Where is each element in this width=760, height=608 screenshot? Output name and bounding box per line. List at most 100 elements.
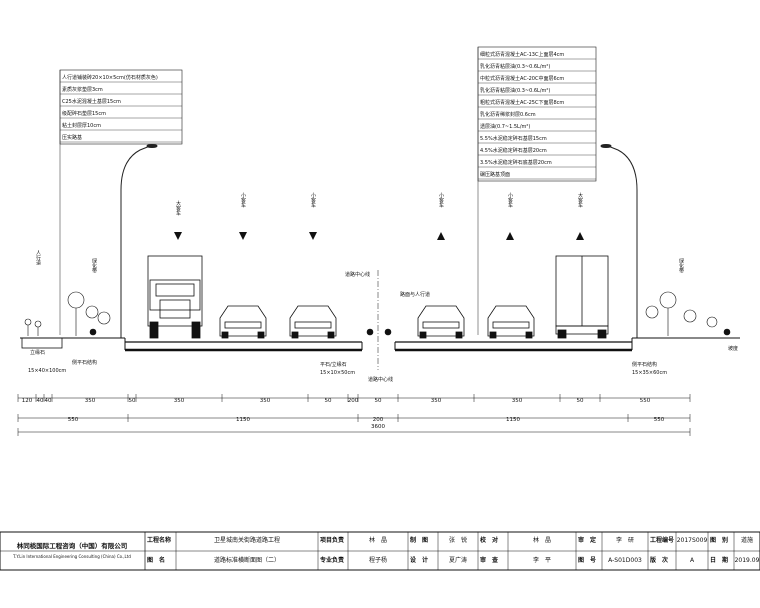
dim-top-label: 40 <box>37 398 44 404</box>
dim-top-label: 350 <box>85 398 96 404</box>
car-1 <box>219 305 267 339</box>
up-arrow-icon <box>506 232 514 240</box>
dim-top-label: 50 <box>577 398 584 404</box>
dim-top-label: 350 <box>174 398 185 404</box>
svg-text:李 研: 李 研 <box>616 536 634 544</box>
company-name: 林同棪国际工程咨询（中国）有限公司 <box>17 541 128 550</box>
svg-text:立缘石: 立缘石 <box>30 349 45 356</box>
svg-text:林 晶: 林 晶 <box>369 536 387 544</box>
svg-text:张 锐: 张 锐 <box>449 536 467 544</box>
dim-top-label: 350 <box>260 398 271 404</box>
right-spec-row: 透层油(0.7~1.5L/m²) <box>480 123 530 130</box>
left-spec-row: 粘土封层厚10cm <box>62 122 101 129</box>
svg-text:坡度: 坡度 <box>728 345 738 352</box>
svg-text:林 晶: 林 晶 <box>533 536 551 544</box>
up-arrow-icon <box>576 232 584 240</box>
svg-text:15×35×60cm: 15×35×60cm <box>632 370 667 376</box>
svg-text:绿化带: 绿化带 <box>91 257 97 274</box>
car-4 <box>487 305 535 339</box>
svg-text:道路中心线: 道路中心线 <box>368 376 393 383</box>
dim-mid-label: 550 <box>68 417 79 423</box>
svg-text:版 次: 版 次 <box>649 556 668 564</box>
down-arrow-icon <box>239 232 247 240</box>
left-spec-row: 级配碎石垫层15cm <box>62 110 106 117</box>
title-block <box>0 531 760 571</box>
lane-label-3: 小客车 <box>310 192 316 209</box>
svg-text:15×10×50cm: 15×10×50cm <box>320 370 355 376</box>
svg-text:道路标准横断面图（二）: 道路标准横断面图（二） <box>214 556 280 564</box>
dim-top-label: 50 <box>325 398 332 404</box>
svg-text:工程编号: 工程编号 <box>650 536 674 544</box>
right-spec-row: 3.5%水泥稳定碎石底基层20cm <box>480 159 552 166</box>
down-arrow-icon <box>309 232 317 240</box>
right-spec-row: 乳化沥青稀浆封层0.6cm <box>480 111 536 118</box>
dim-top-label: 350 <box>512 398 523 404</box>
car-2 <box>289 305 337 339</box>
svg-text:制 图: 制 图 <box>410 536 428 544</box>
lane-markers: 大客车 小客车 小客车 小客车 小客车 大客车 <box>174 192 584 240</box>
dim-top-label: 350 <box>431 398 442 404</box>
road-surface <box>20 270 740 370</box>
company-name-en: T.Y.Lin International Engineering Consul… <box>12 554 131 559</box>
svg-text:道路中心线: 道路中心线 <box>345 271 370 278</box>
svg-text:2019.09: 2019.09 <box>735 557 760 564</box>
left-pavement-spec: 人行道铺装砖20×10×5cm(仿石材质灰色) 素质灰浆垫层3cmC25水泥混凝土… <box>59 69 183 335</box>
lane-label-2: 小客车 <box>240 192 246 209</box>
svg-text:图 别: 图 别 <box>710 536 728 544</box>
right-spec-row: 细粒式沥青混凝土AC-13C上面层4cm <box>480 51 564 58</box>
street-light-left <box>120 144 158 338</box>
lane-label-1: 大客车 <box>175 200 181 217</box>
svg-text:道施: 道施 <box>741 536 753 544</box>
svg-text:A-S01D003: A-S01D003 <box>608 557 642 564</box>
svg-text:人行道: 人行道 <box>35 250 41 266</box>
trees-right <box>366 291 731 336</box>
down-arrow-icon <box>174 232 182 240</box>
svg-text:15×40×100cm: 15×40×100cm <box>28 368 66 374</box>
dim-top-label: 200 <box>348 398 359 404</box>
svg-text:项目负责: 项目负责 <box>320 536 344 544</box>
svg-text:校 对: 校 对 <box>480 536 498 544</box>
right-spec-row: 粗粒式沥青混凝土AC-25C下面层8cm <box>480 99 564 106</box>
street-light-right <box>600 144 638 338</box>
svg-text:图 名: 图 名 <box>147 556 165 564</box>
lane-label-6: 大客车 <box>577 192 583 209</box>
svg-text:平石/立缘石: 平石/立缘石 <box>320 361 347 368</box>
svg-text:绿化带: 绿化带 <box>678 257 684 274</box>
svg-text:李 平: 李 平 <box>533 556 551 564</box>
dim-top-label: 120 <box>22 398 33 404</box>
right-spec-row: 乳化沥青粘层油(0.3~0.6L/m²) <box>480 87 550 94</box>
car-3 <box>417 305 465 339</box>
right-spec-row: 碾压路基顶面 <box>480 171 510 178</box>
svg-text:路面与人行道: 路面与人行道 <box>400 291 430 298</box>
svg-text:日 期: 日 期 <box>710 556 728 564</box>
title-block-text: 林同棪国际工程咨询（中国）有限公司 T.Y.Lin International … <box>12 536 759 564</box>
right-spec-row: 5.5%水泥稳定碎石基层15cm <box>480 135 547 142</box>
dim-top-label: 550 <box>640 398 651 404</box>
svg-text:2017S009: 2017S009 <box>677 537 708 544</box>
svg-text:专业负责: 专业负责 <box>320 556 344 564</box>
right-spec-row: 乳化沥青粘层油(0.3~0.6L/m²) <box>480 63 550 70</box>
annotations: 人行道 绿化带 绿化带 道路中心线 路面与人行道 立缘石 15×40×100cm… <box>28 250 738 383</box>
svg-text:审 定: 审 定 <box>578 536 596 544</box>
svg-text:夏广涛: 夏广涛 <box>449 556 467 564</box>
left-spec-row: 压实路基 <box>62 134 82 141</box>
dim-total: 3600 <box>371 424 385 430</box>
dim-top-label: 50 <box>129 398 136 404</box>
svg-text:工程名称: 工程名称 <box>147 536 171 544</box>
svg-text:侧平石结构: 侧平石结构 <box>72 359 97 366</box>
left-spec-row: 素质灰浆垫层3cm <box>62 86 103 93</box>
up-arrow-icon <box>437 232 445 240</box>
dim-top-label: 50 <box>375 398 382 404</box>
dim-mid-label: 1150 <box>506 417 520 423</box>
truck-rear-right <box>555 255 609 339</box>
left-spec-row: 人行道铺装砖20×10×5cm(仿石材质灰色) <box>62 74 158 81</box>
lane-label-4: 小客车 <box>438 192 444 209</box>
truck-front-left <box>147 255 203 339</box>
left-spec-row: C25水泥混凝土基层15cm <box>62 98 121 105</box>
svg-text:侧平石结构: 侧平石结构 <box>632 361 657 368</box>
svg-text:卫星城南关街路道路工程: 卫星城南关街路道路工程 <box>214 536 280 544</box>
dim-mid-label: 1150 <box>236 417 250 423</box>
